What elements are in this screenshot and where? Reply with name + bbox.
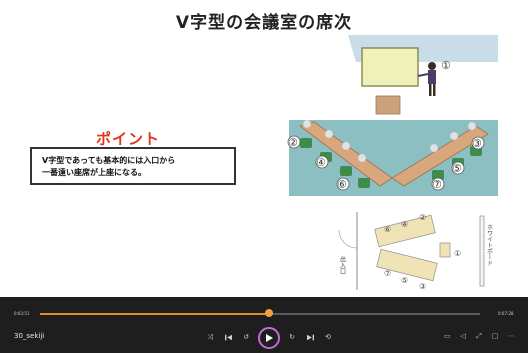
table-right bbox=[391, 125, 489, 187]
plan-label-whiteboard: ホワイトボード bbox=[486, 224, 493, 266]
rewind-icon: ↺ bbox=[243, 333, 249, 341]
previous-button[interactable] bbox=[222, 331, 234, 343]
seat-label-right-2: ⑤ bbox=[452, 162, 462, 175]
forward-icon: ↻ bbox=[289, 333, 295, 341]
meeting-room-illustration: ① ② ④ bbox=[287, 35, 498, 291]
skip-next-icon bbox=[306, 334, 314, 340]
time-total: 0:07:28 bbox=[498, 311, 514, 316]
forward-button[interactable]: ↻ bbox=[286, 331, 298, 343]
file-name: 30_sekiji bbox=[14, 332, 45, 340]
time-current: 0:03:51 bbox=[14, 311, 30, 316]
seek-bar-handle[interactable] bbox=[264, 309, 273, 317]
point-heading: ポイント bbox=[96, 130, 161, 148]
presenter-label: ① bbox=[441, 59, 451, 72]
shuffle-button[interactable]: ⤨ bbox=[204, 331, 216, 343]
subtitles-button[interactable]: ▭ bbox=[442, 331, 452, 341]
next-button[interactable] bbox=[304, 331, 316, 343]
plan-whiteboard bbox=[479, 215, 485, 287]
seek-bar[interactable] bbox=[40, 309, 480, 317]
point-box: V字型であっても基本的には入口から 一番遠い座席が上座になる。 bbox=[30, 147, 236, 185]
slide-title: V字型の会議室の席次 bbox=[175, 13, 353, 33]
shuffle-icon: ⤨ bbox=[207, 332, 213, 341]
video-player-controls: 0:03:51 0:07:28 30_sekiji ⤨ ↺ ↻ ⟲ ▭ ◁ ⤢ … bbox=[0, 297, 528, 353]
cast-icon: ▢ bbox=[491, 332, 499, 340]
plan-table-top bbox=[374, 214, 436, 248]
projection-screen bbox=[361, 47, 419, 87]
seat-label-left-3: ⑥ bbox=[337, 178, 347, 191]
repeat-icon: ⟲ bbox=[325, 333, 331, 341]
seat-label-left-2: ④ bbox=[316, 156, 326, 169]
seat-label-right-3: ⑦ bbox=[432, 178, 442, 191]
plan-label-presenter: ① bbox=[454, 249, 461, 258]
plan-label-entrance: 出入口 bbox=[339, 255, 346, 275]
play-button[interactable] bbox=[258, 327, 280, 349]
plan-label-top-2: ④ bbox=[401, 220, 408, 229]
rewind-button[interactable]: ↺ bbox=[240, 331, 252, 343]
point-text-line-1: V字型であっても基本的には入口から bbox=[42, 156, 176, 165]
plan-label-top-1: ⑥ bbox=[384, 225, 391, 234]
plan-label-bottom-1: ⑦ bbox=[384, 269, 391, 278]
plan-label-bottom-2: ⑤ bbox=[401, 276, 408, 285]
plan-table-bottom bbox=[376, 248, 438, 282]
plan-label-bottom-3: ③ bbox=[419, 282, 426, 291]
presenter-figure bbox=[417, 62, 436, 96]
seat-label-left-1: ② bbox=[288, 136, 298, 149]
cast-button[interactable]: ▢ bbox=[490, 331, 500, 341]
more-options-button[interactable]: ⋯ bbox=[506, 331, 516, 341]
slide-area: V字型の会議室の席次 ① bbox=[0, 0, 528, 297]
plan-label-top-3: ② bbox=[419, 213, 426, 222]
fullscreen-button[interactable]: ⤢ bbox=[474, 331, 484, 341]
fullscreen-icon: ⤢ bbox=[476, 331, 482, 340]
play-icon bbox=[266, 334, 273, 342]
floor-plan bbox=[338, 212, 485, 290]
repeat-button[interactable]: ⟲ bbox=[322, 331, 334, 343]
room-floor bbox=[289, 120, 498, 196]
podium bbox=[375, 95, 401, 115]
point-text-line-2: 一番遠い座席が上座になる。 bbox=[42, 168, 146, 177]
seek-bar-progress bbox=[40, 313, 269, 315]
volume-button[interactable]: ◁ bbox=[458, 331, 468, 341]
seat-label-right-1: ③ bbox=[472, 137, 482, 150]
skip-previous-icon bbox=[224, 334, 232, 340]
more-icon: ⋯ bbox=[507, 332, 515, 340]
subtitles-icon: ▭ bbox=[443, 332, 451, 340]
plan-podium bbox=[439, 242, 451, 258]
volume-icon: ◁ bbox=[460, 332, 466, 340]
